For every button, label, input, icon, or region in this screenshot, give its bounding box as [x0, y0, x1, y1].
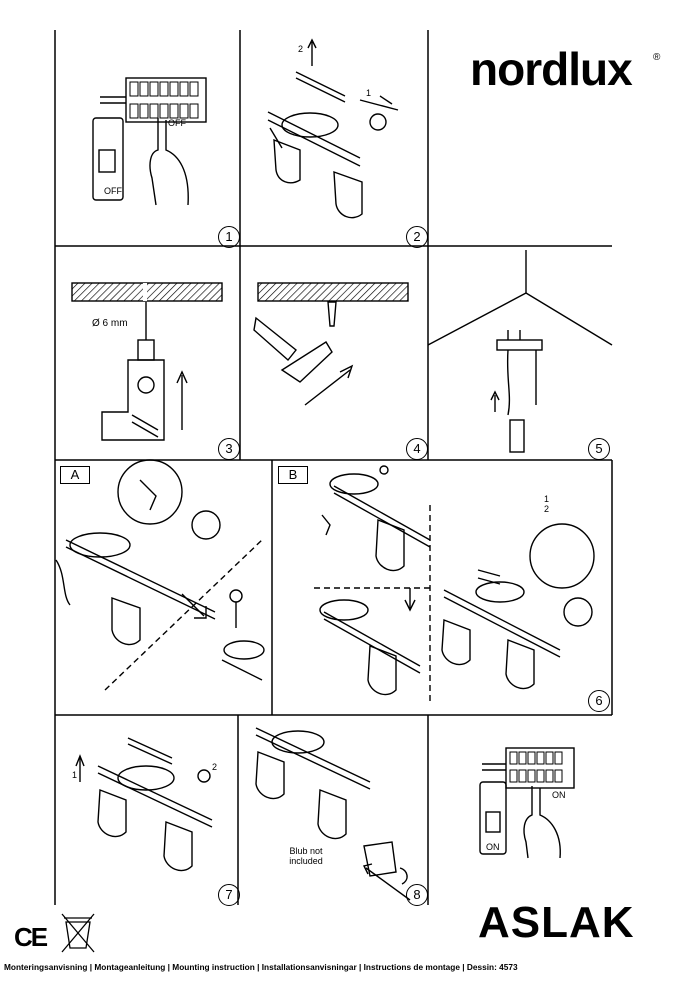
on-label-fuse: ON [552, 790, 566, 800]
drill-size-label: Ø 6 mm [92, 318, 128, 329]
step-number-7: 7 [218, 884, 240, 906]
bulb-not-included-note: Blub not included [289, 846, 323, 866]
product-name: ASLAK [478, 898, 635, 947]
step-4-illustration [253, 282, 409, 406]
step-5-illustration [427, 250, 613, 453]
step-number-4: 4 [406, 438, 428, 460]
step-7-label-a: 1 [72, 770, 78, 780]
brand-logo: nordlux [470, 43, 633, 95]
step-6-label-a: 1 [544, 494, 550, 504]
step-6b-illustration [314, 465, 595, 705]
registered-mark: ® [653, 52, 661, 63]
option-a-badge: A [60, 466, 90, 484]
off-label-fuse: OFF [168, 118, 186, 128]
off-label: OFF [104, 186, 122, 196]
footer-instructions: Monteringsanvisning | Montageanleitung |… [4, 962, 518, 972]
weee-bin-icon [61, 913, 95, 953]
step-8-illustration [255, 727, 411, 901]
step-number-3: 3 [218, 438, 240, 460]
option-b-badge: B [278, 466, 308, 484]
step-2-illustration [267, 38, 399, 219]
step-3-illustration [71, 282, 223, 441]
step-number-1: 1 [218, 226, 240, 248]
step-6-label-b: 2 [544, 504, 550, 514]
step-6a-illustration [55, 459, 265, 691]
step-number-6: 6 [588, 690, 610, 712]
step-number-2: 2 [406, 226, 428, 248]
step-number-5: 5 [588, 438, 610, 460]
ce-mark: CE [14, 922, 48, 952]
step-1-illustration [92, 77, 207, 206]
step-7-label-b: 2 [212, 762, 218, 772]
step-9-illustration [479, 747, 575, 859]
step-2-label-a: 2 [298, 44, 304, 54]
on-label: ON [486, 842, 500, 852]
step-2-label-b: 1 [366, 88, 372, 98]
step-7-illustration [75, 737, 213, 872]
step-number-8: 8 [406, 884, 428, 906]
